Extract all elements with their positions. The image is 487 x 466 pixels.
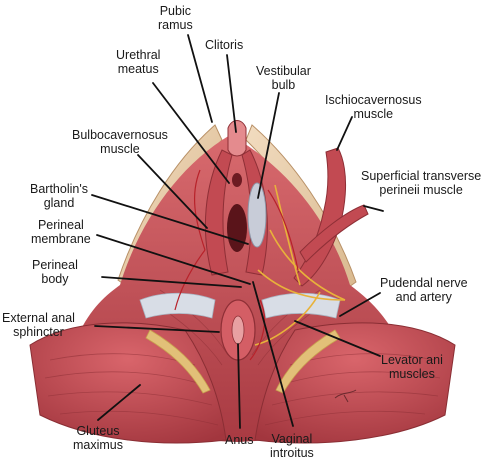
ischiocavernosus-shape — [293, 147, 346, 287]
urethral-meatus-shape — [232, 173, 242, 187]
label-anus: Anus — [225, 433, 254, 447]
membrane-right — [261, 292, 341, 319]
label-vestibular-bulb: Vestibular bulb — [256, 64, 311, 92]
vestibular-bulb-shape — [247, 182, 267, 248]
pudendal-nerve-branches — [254, 184, 346, 346]
label-gluteus-maximus: Gluteus maximus — [73, 424, 124, 452]
blood-vessels — [174, 169, 299, 361]
label-perineal-body: Perineal body — [32, 258, 78, 286]
label-ischiocavernosus: Ischiocavernosus muscle — [325, 93, 422, 121]
label-bulbocavernosus: Bulbocavernosus muscle — [72, 128, 168, 156]
label-levator-ani: Levator ani muscles — [381, 353, 443, 381]
superficial-transverse-shape — [299, 204, 369, 263]
perineal-membrane-region — [139, 292, 216, 319]
leader-lines — [91, 34, 384, 429]
vaginal-introitus-shape — [227, 204, 247, 252]
label-clitoris: Clitoris — [205, 38, 244, 52]
label-external-anal-sphincter: External anal sphincter — [2, 311, 75, 339]
label-urethral-meatus: Urethral meatus — [116, 48, 161, 76]
fat-left — [145, 329, 211, 394]
anus-shape — [231, 315, 245, 345]
label-pubic-ramus: Pubic ramus — [158, 4, 193, 32]
label-vaginal-introitus: Vaginal introitus — [270, 432, 314, 460]
label-bartholins-gland: Bartholin's gland — [30, 182, 88, 210]
label-superficial-transverse: Superficial transverse perineii muscle — [361, 169, 482, 197]
artist-signature — [334, 389, 357, 403]
clitoris-shape — [227, 120, 247, 157]
label-perineal-membrane: Perineal membrane — [31, 218, 91, 246]
label-pudendal: Pudendal nerve and artery — [380, 276, 468, 304]
